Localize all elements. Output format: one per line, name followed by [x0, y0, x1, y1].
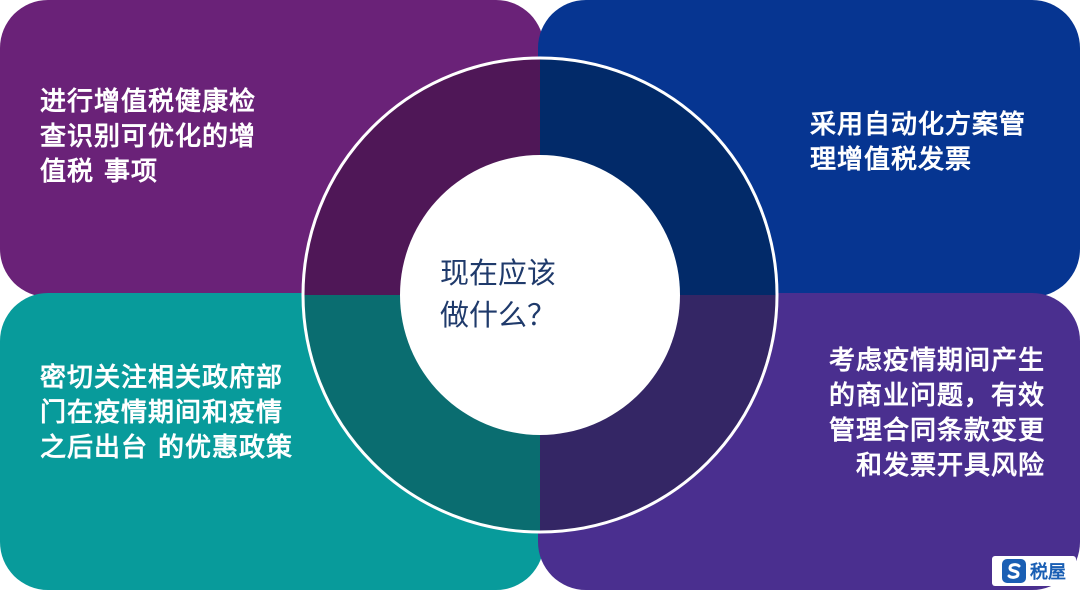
watermark-text: 税屋 — [1030, 562, 1066, 583]
center-circle — [400, 155, 680, 435]
center-line: 现在应该 — [440, 256, 557, 290]
text-line: 和发票开具风险 — [855, 451, 1045, 481]
text-line: 值税 事项 — [40, 157, 159, 187]
text-line: 查识别可优化的增 — [40, 122, 257, 152]
text-top-left: 进行增值税健康检 查识别可优化的增 值税 事项 — [40, 85, 280, 190]
center-line: 做什么？ — [440, 298, 557, 332]
text-bottom-left: 密切关注相关政府部 门在疫情期间和疫情 之后出台 的优惠政策 — [40, 361, 305, 466]
text-line: 之后出台 的优惠政策 — [40, 433, 294, 463]
text-line: 采用自动化方案管 — [810, 110, 1027, 140]
text-line: 进行增值税健康检 — [40, 87, 257, 117]
text-line: 密切关注相关政府部 — [40, 363, 284, 393]
ring-outline — [301, 56, 779, 534]
text-bottom-right: 考虑疫情期间产生 的商业问题，有效 管理合同条款变更 和发票开具风险 — [790, 344, 1045, 484]
s-logo-icon — [1002, 559, 1026, 583]
text-line: 门在疫情期间和疫情 — [40, 398, 284, 428]
watermark-logo: 税屋 — [992, 556, 1076, 586]
text-line: 考虑疫情期间产生 — [828, 346, 1045, 376]
text-line: 管理合同条款变更 — [828, 416, 1045, 446]
text-line: 理增值税发票 — [810, 145, 973, 175]
text-line: 的商业问题，有效 — [828, 381, 1045, 411]
text-top-right: 采用自动化方案管 理增值税发票 — [810, 108, 1050, 178]
center-question: 现在应该 做什么？ — [440, 252, 640, 336]
